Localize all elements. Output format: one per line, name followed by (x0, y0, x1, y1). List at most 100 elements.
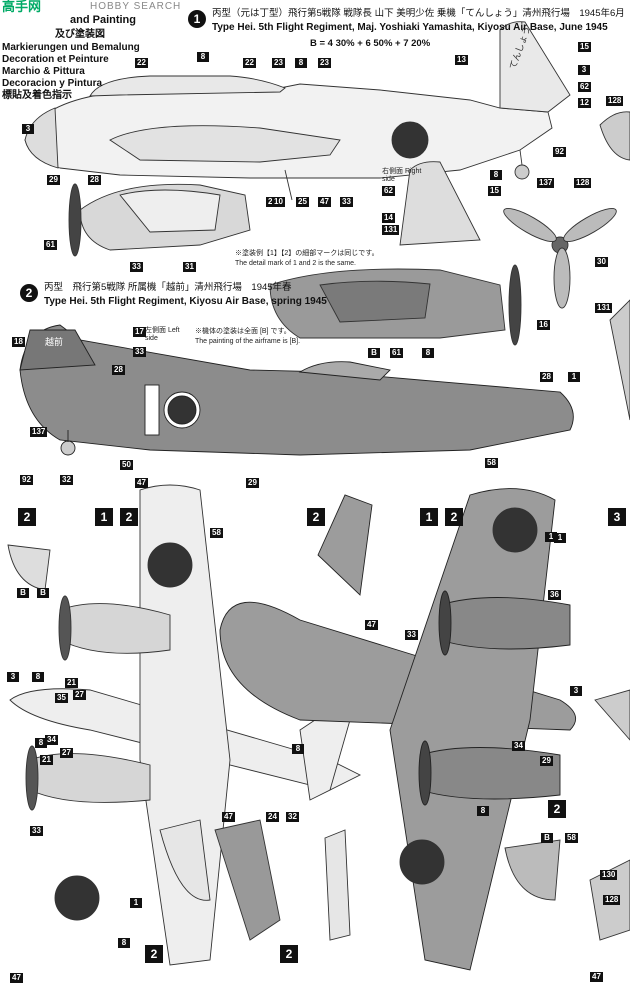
callout-27: 27 (73, 690, 86, 700)
callout-18: 18 (12, 337, 25, 347)
callout-28: 28 (88, 175, 101, 185)
language-it: Marchio & Pittura (2, 66, 85, 77)
callout-B: B (368, 348, 380, 358)
scheme1-right-tail (399, 161, 481, 246)
callout-14: 14 (382, 213, 395, 223)
callout-29: 29 (47, 175, 60, 185)
section-badge-2-d: 2 (445, 508, 463, 526)
scheme1-color-mix: B = 4 30% + 6 50% + 7 20% (310, 38, 431, 49)
callout-128: 128 (606, 96, 624, 106)
callout-16: 16 (537, 320, 550, 330)
callout-8: 8 (295, 58, 307, 68)
callout-12: 12 (578, 98, 591, 108)
scheme2-title-ja: 丙型 飛行第5戦隊 所属機「越前」清州飛行場 1945年春 (44, 282, 292, 293)
callout-47: 47 (135, 478, 148, 488)
callout-33: 33 (405, 630, 418, 640)
callout-B: B (17, 588, 29, 598)
section-badge-2-a: 2 (18, 508, 36, 526)
callout-131: 131 (382, 225, 400, 235)
section-badge-1-b: 1 (420, 508, 438, 526)
callout-8: 8 (118, 938, 130, 948)
callout-22: 22 (135, 58, 148, 68)
callout-15: 15 (578, 42, 591, 52)
callout-58: 58 (485, 458, 498, 468)
callout-58: 58 (565, 833, 578, 843)
scheme1-note-en: The detail mark of 1 and 2 is the same. (235, 260, 357, 267)
scheme2-note-en: The painting of the airframe is [B]. (195, 338, 301, 345)
callout-21: 21 (40, 755, 53, 765)
callout-62: 62 (578, 82, 591, 92)
callout-47: 47 (318, 197, 331, 207)
small-parts (7, 544, 561, 941)
callout-22: 22 (243, 58, 256, 68)
callout-3: 3 (22, 124, 34, 134)
scheme2-number: 2 (20, 284, 38, 302)
callout-8: 8 (422, 348, 434, 358)
plan-view-light (9, 484, 362, 966)
scheme1-title-ja: 丙型（元は丁型）飛行第5戦隊 戦隊長 山下 美明少佐 乗機「てんしょう」清州飛行… (212, 8, 625, 19)
callout-33: 33 (30, 826, 43, 836)
watermark: HOBBY SEARCH (90, 1, 182, 12)
scheme2-note-ja: ※機体の塗装は全面 [B] です。 (195, 328, 291, 335)
section-badge-3: 3 (608, 508, 626, 526)
section-badge-2-f: 2 (145, 945, 163, 963)
callout-62: 62 (382, 186, 395, 196)
callout-61: 61 (390, 348, 403, 358)
language-de: Markierungen und Bemalung (2, 42, 140, 53)
callout-34: 34 (512, 741, 525, 751)
scheme1-number: 1 (188, 10, 206, 28)
language-zh: 標貼及着色指示 (2, 90, 72, 101)
callout-29: 29 (246, 478, 259, 488)
callout-34: 34 (45, 735, 58, 745)
callout-8: 8 (32, 672, 44, 682)
callout-3: 3 (578, 65, 590, 75)
propeller-detail (503, 208, 617, 309)
callout-3: 3 (7, 672, 19, 682)
callout-131: 131 (595, 303, 613, 313)
callout-8: 8 (292, 744, 304, 754)
callout-28: 28 (112, 365, 125, 375)
scheme1-right-side-label: 右側面 Right side (382, 168, 422, 183)
callout-23: 23 (272, 58, 285, 68)
header-title-tail: and Painting (70, 14, 136, 26)
callout-1: 1 (568, 372, 580, 382)
callout-128: 128 (574, 178, 592, 188)
plan-view-dark-engines (418, 590, 571, 806)
callout-28: 28 (540, 372, 553, 382)
callout-8: 8 (490, 170, 502, 180)
callout-8: 8 (35, 738, 47, 748)
callout-1: 1 (130, 898, 142, 908)
callout-25: 25 (296, 197, 309, 207)
callout-10: 10 (272, 197, 285, 207)
callout-17: 17 (133, 327, 146, 337)
callout-92: 92 (553, 147, 566, 157)
callout-1: 1 (545, 532, 557, 542)
callout-47: 47 (10, 973, 23, 983)
callout-137: 137 (537, 178, 555, 188)
header-languages: Markierungen und Bemalung Decoration et … (2, 42, 140, 102)
callout-27: 27 (60, 748, 73, 758)
section-badge-2-b: 2 (120, 508, 138, 526)
callout-B: B (37, 588, 49, 598)
scheme1-engine-detail (68, 183, 251, 257)
section-badge-2-c: 2 (307, 508, 325, 526)
callout-58: 58 (210, 528, 223, 538)
scheme2-title-en: Type Hei. 5th Flight Regiment, Kiyosu Ai… (44, 296, 327, 307)
callout-33: 33 (130, 262, 143, 272)
section-badge-1-a: 1 (95, 508, 113, 526)
callout-31: 31 (183, 262, 196, 272)
callout-47: 47 (590, 972, 603, 982)
callout-B: B (541, 833, 553, 843)
callout-50: 50 (120, 460, 133, 470)
language-fr: Decoration et Peinture (2, 54, 109, 65)
scheme2-side-view (19, 324, 574, 456)
callout-13: 13 (455, 55, 468, 65)
callout-23: 23 (318, 58, 331, 68)
svg-text:越前: 越前 (45, 336, 63, 348)
callout-29: 29 (540, 756, 553, 766)
scheme1-side-view (24, 21, 571, 201)
scheme2-engine-detail (269, 264, 522, 346)
callout-128: 128 (603, 895, 621, 905)
callout-92: 92 (20, 475, 33, 485)
callout-24: 24 (266, 812, 279, 822)
